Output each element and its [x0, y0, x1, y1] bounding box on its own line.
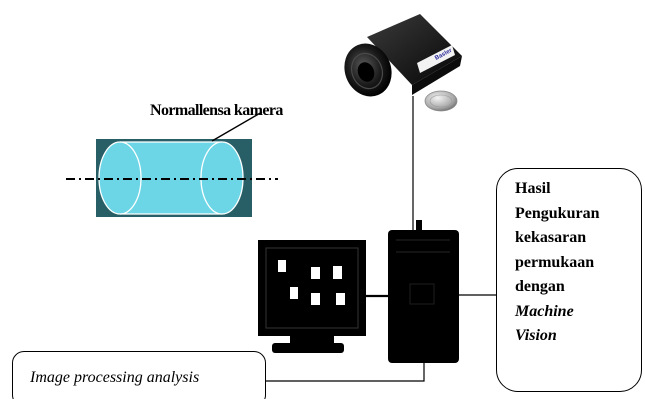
lens-pointer-line: [211, 111, 263, 142]
result-line: Vision: [515, 327, 557, 344]
camera-lens-label: Normallensa kamera: [150, 102, 283, 119]
monitor-icon: [258, 240, 366, 353]
result-line: Pengukuran: [515, 204, 600, 222]
pc-tower-icon: [388, 220, 459, 363]
analysis-box: Image processing analysis: [12, 351, 266, 399]
result-line: Hasil: [515, 180, 551, 197]
result-box: Hasil Pengukuran kekasaran permukaan den…: [496, 168, 642, 392]
analysis-to-tower-line: [266, 362, 425, 382]
industrial-camera-icon: Basler: [344, 14, 462, 97]
coin-icon: [424, 90, 458, 112]
result-line: Machine: [515, 302, 574, 320]
result-line: dengan: [515, 278, 565, 295]
result-line: permukaan: [515, 253, 595, 271]
result-line: kekasaran: [515, 229, 587, 246]
